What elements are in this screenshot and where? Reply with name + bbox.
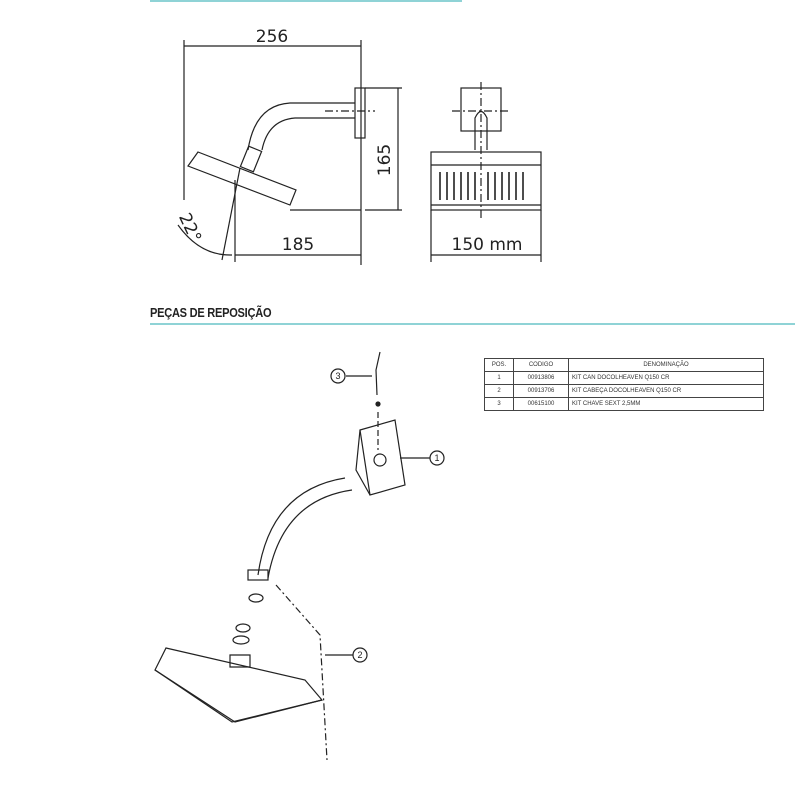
- dim-head-width: 150 mm: [452, 235, 523, 255]
- row-pos: 2: [484, 384, 514, 398]
- row-pos: 3: [484, 397, 514, 411]
- row-name: KIT CABEÇA DOCOLHEAVEN Q150 CR: [568, 384, 764, 398]
- section-divider: [150, 323, 795, 325]
- table-row: 3 00615100 KIT CHAVE SEXT 2,5MM: [484, 397, 764, 411]
- row-code: 00615100: [513, 397, 569, 411]
- dim-height: 165: [375, 144, 395, 176]
- row-name: KIT CHAVE SEXT 2,5MM: [568, 397, 764, 411]
- exploded-view: [154, 351, 406, 761]
- row-code: 00913706: [513, 384, 569, 398]
- callout-2: 2: [357, 650, 362, 660]
- row-pos: 1: [484, 371, 514, 385]
- front-view: [430, 82, 542, 262]
- dim-angle: 22°: [174, 210, 205, 246]
- row-name: KIT CAN DOCOLHEAVEN Q150 CR: [568, 371, 764, 385]
- section-title: PEÇAS DE REPOSIÇÃO: [150, 305, 272, 320]
- header-pos: POS.: [484, 358, 514, 372]
- table-row: 2 00913706 KIT CABEÇA DOCOLHEAVEN Q150 C…: [484, 384, 764, 398]
- dim-overall-width: 256: [256, 27, 288, 47]
- dim-projection: 185: [282, 235, 314, 255]
- header-code: CODIGO: [513, 358, 569, 372]
- table-row: 1 00913806 KIT CAN DOCOLHEAVEN Q150 CR: [484, 371, 764, 385]
- header-name: DENOMINAÇÃO: [568, 358, 764, 372]
- top-divider: [150, 0, 462, 2]
- row-code: 00913806: [513, 371, 569, 385]
- table-header: POS. CODIGO DENOMINAÇÃO: [484, 358, 764, 372]
- parts-table: POS. CODIGO DENOMINAÇÃO 1 00913806 KIT C…: [484, 358, 764, 411]
- side-view: [177, 40, 402, 265]
- callout-3: 3: [335, 371, 340, 381]
- callout-1: 1: [434, 453, 439, 463]
- callout-leaders: [325, 368, 445, 663]
